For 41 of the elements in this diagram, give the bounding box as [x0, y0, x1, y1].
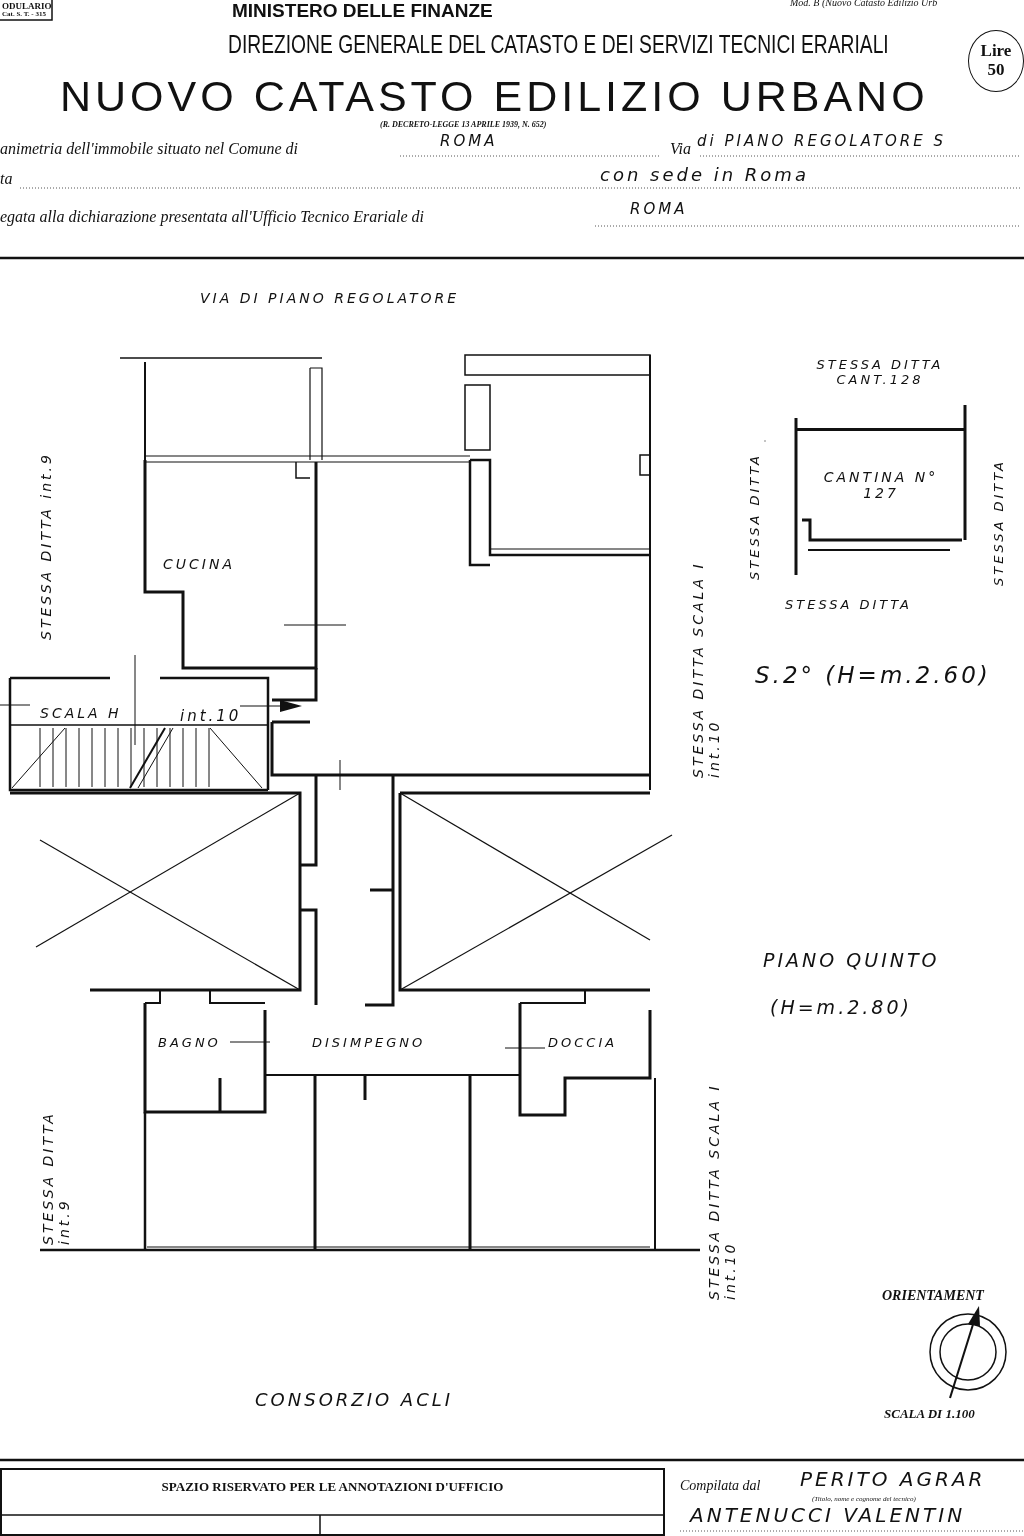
room-label: CUCINA: [163, 556, 236, 573]
office-notes-panel: [0, 1468, 665, 1536]
level-label: S.2° (H=m.2.60): [755, 662, 992, 689]
neighbour-label: STESSA DITTA int.9: [40, 1110, 73, 1245]
node-label: CANTINA N° 127: [822, 470, 940, 501]
street-label: VIA DI PIANO REGOLATORE: [200, 290, 461, 307]
title: NUOVO CATASTO EDILIZIO URBANO: [60, 72, 929, 121]
ministry-heading: MINISTERO DELLE FINANZE: [232, 0, 494, 22]
orientation-label: ORIENTAMENT: [882, 1288, 986, 1305]
scale-label: SCALA DI 1.100: [884, 1407, 976, 1422]
neighbour-label: STESSA DITTA CANT.128: [815, 358, 945, 388]
handwritten-entry: con sede in Roma: [600, 165, 810, 186]
handwritten-entry: di PIANO REGOLATORE S: [697, 133, 947, 151]
stair-label: SCALA H: [40, 705, 123, 722]
room-label: DISIMPEGNO: [312, 1036, 427, 1051]
handwritten-entry: ROMA: [630, 201, 689, 219]
neighbour-label: CONSORZIO ACLI: [255, 1390, 455, 1411]
neighbour-label: STESSA DITTA: [992, 458, 1007, 586]
decree-note: (R. DECRETO-LEGGE 13 APRILE 1939, N. 652): [380, 120, 548, 130]
form-code: ODULARIO: [2, 1, 52, 12]
handwritten-entry: ANTENUCCI VALENTIN: [690, 1504, 967, 1527]
unit-label: int.10: [180, 708, 243, 726]
handwritten-entry: ROMA: [440, 133, 499, 151]
neighbour-label: STESSA DITTA SCALA I int.10: [690, 560, 723, 778]
level-label: PIANO QUINTO: [763, 950, 941, 972]
form-label: animetria dell'immobile situato nel Comune di: [0, 140, 300, 159]
neighbour-label: STESSA DITTA SCALA I int.10: [706, 1082, 739, 1300]
form-label: Compilata dal: [680, 1478, 762, 1495]
height-label: (H=m.2.80): [770, 997, 913, 1019]
room-label: BAGNO: [158, 1036, 222, 1051]
handwritten-entry: PERITO AGRAR: [800, 1468, 987, 1491]
panel-heading: SPAZIO RISERVATO PER LE ANNOTAZIONI D'UFFICIO: [160, 1480, 505, 1495]
node-label: Lire 50: [979, 42, 1013, 80]
form-label: egata alla dichiarazione presentata all'Ufficio Tecnico Erariale di: [0, 208, 425, 227]
neighbour-label: STESSA DITTA int.9: [38, 451, 55, 640]
room-label: DOCCIA: [548, 1036, 619, 1051]
department-heading: DIREZIONE GENERALE DEL CATASTO E DEI SERVIZI TECNICI ERARIALI: [228, 30, 889, 59]
form-label: ta: [0, 170, 14, 189]
neighbour-label: STESSA DITTA: [785, 598, 913, 613]
form-label: Via: [670, 140, 693, 159]
neighbour-label: STESSA DITTA: [748, 452, 763, 580]
